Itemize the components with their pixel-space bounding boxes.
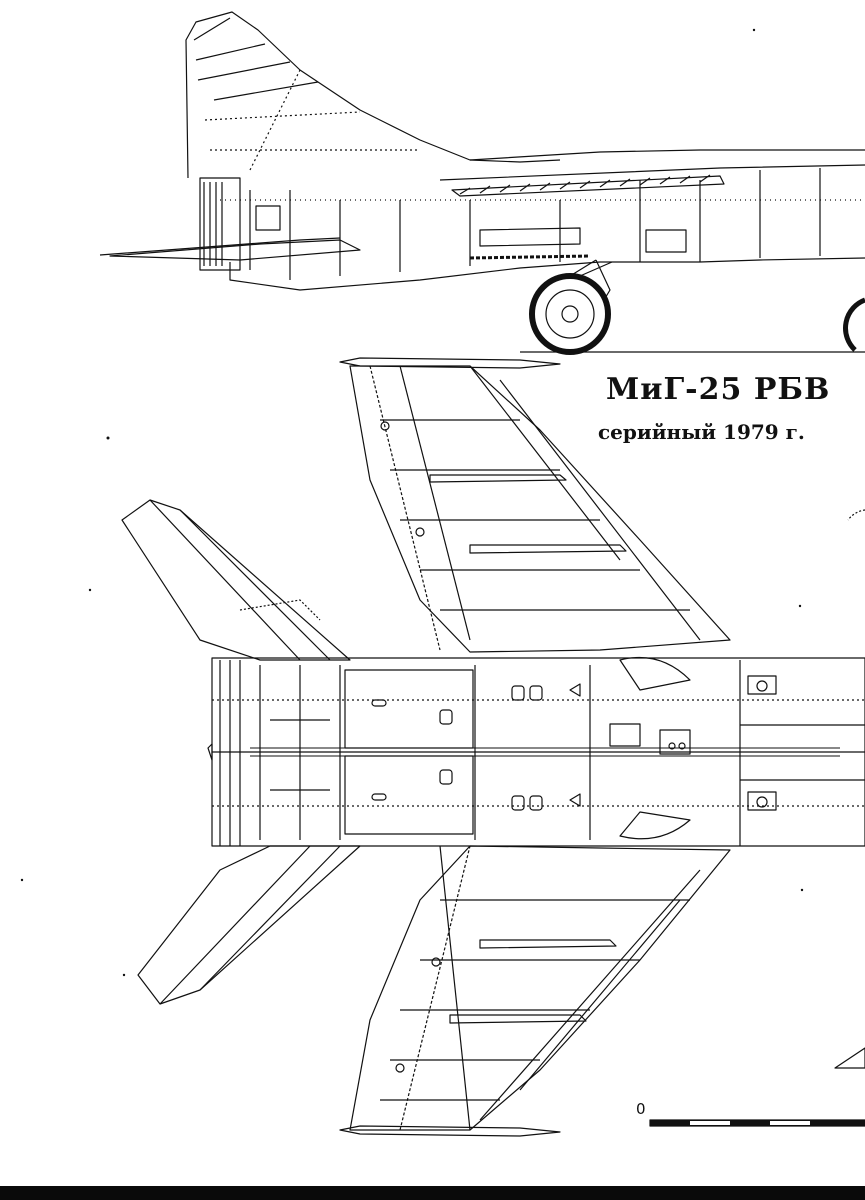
side-fuselage-top <box>469 149 865 161</box>
scale-zero-label: 0 <box>636 1100 646 1118</box>
plan-upper-wing <box>349 365 731 653</box>
plan-lower-wingtip-tank <box>339 1125 561 1137</box>
side-main-wheel <box>529 273 611 355</box>
side-horizontal-stabilizer <box>109 239 361 261</box>
scale-bar <box>649 1119 865 1127</box>
drawing-subtitle: серийный 1979 г. <box>598 420 805 444</box>
side-engine-nozzle <box>199 177 241 271</box>
bottom-border <box>0 1186 865 1200</box>
plan-lower-wing <box>349 845 731 1131</box>
front-view-partial <box>834 509 865 1069</box>
side-fuselage-bottom <box>229 257 865 291</box>
plan-upper-stabilizer <box>121 499 351 661</box>
plan-view <box>121 357 865 1137</box>
side-view <box>99 11 865 355</box>
plan-lower-stabilizer <box>137 845 361 1005</box>
drawing-title: МиГ-25 РБВ <box>606 372 831 407</box>
